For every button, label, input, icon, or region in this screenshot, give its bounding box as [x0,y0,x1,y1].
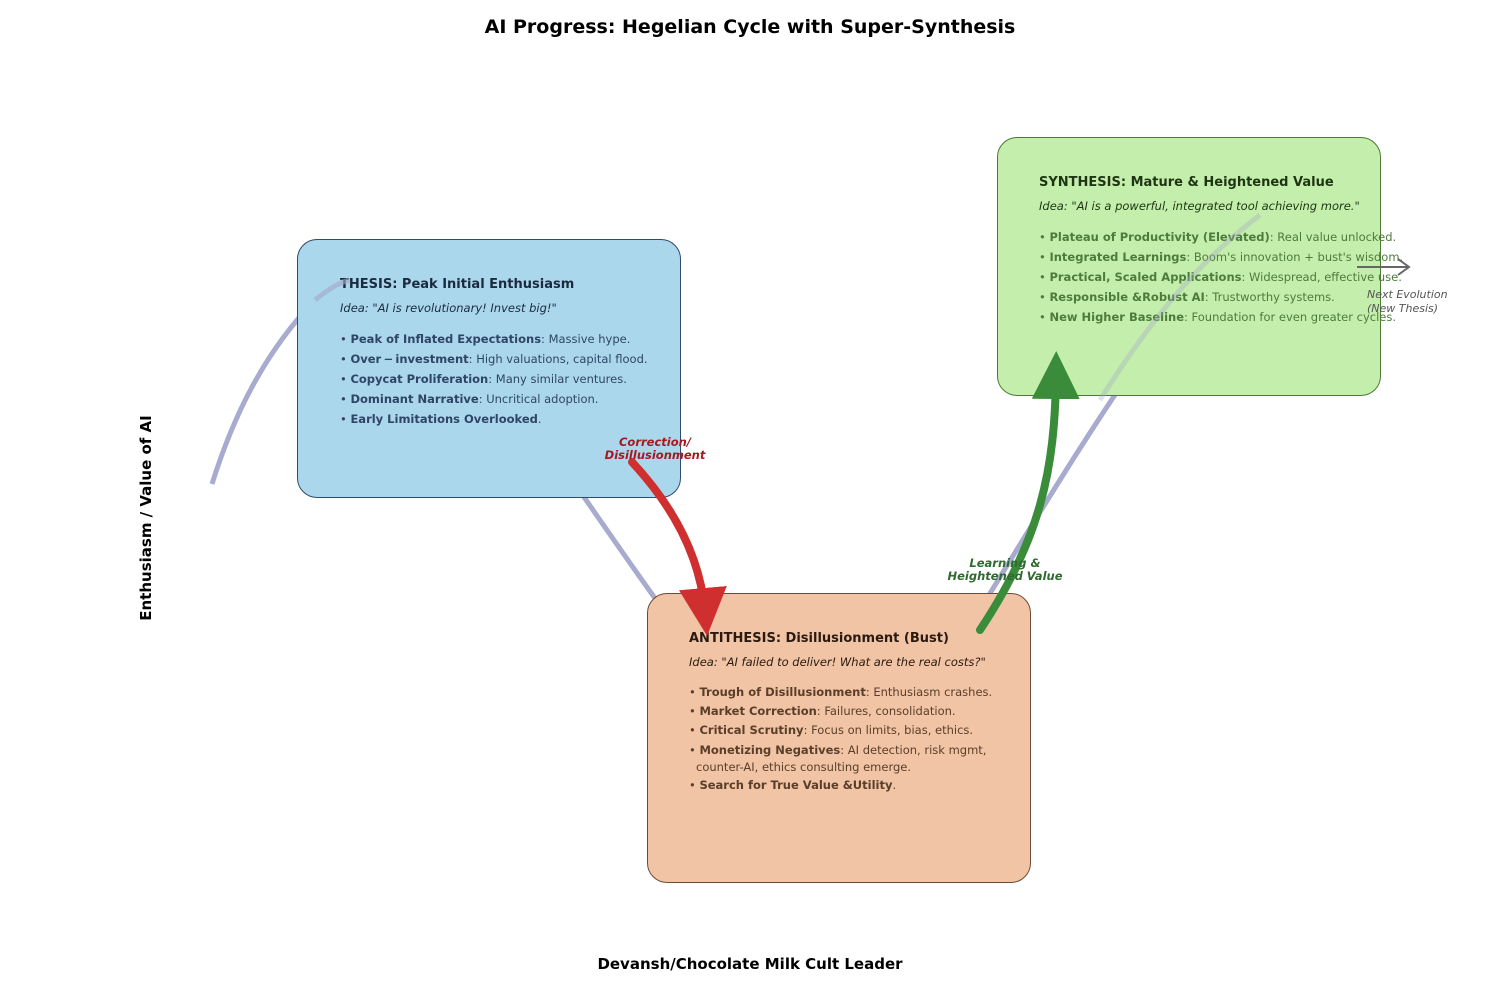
synthesis-box: SYNTHESIS: Mature & Heightened Value Ide… [997,137,1403,396]
antithesis-bullet: Trough of Disillusionment: Enthusiasm cr… [689,683,992,702]
antithesis-idea: Idea: "AI failed to deliver! What are th… [689,655,986,669]
antithesis-heading: ANTITHESIS: Disillusionment (Bust) [689,631,949,646]
learning-arrow [976,351,1080,634]
antithesis-bullets: Trough of Disillusionment: Enthusiasm cr… [689,683,992,795]
synthesis-heading: SYNTHESIS: Mature & Heightened Value [1039,175,1334,190]
thesis-bullet: Over − investment: High valuations, capi… [340,349,647,369]
cycle-curve-overlay-plateau [1097,213,1262,402]
cycle-curve-rise [209,298,317,485]
learning-label: Learning & Heightened Value [947,556,1063,583]
thesis-bullet: Copycat Proliferation: Many similar vent… [340,369,648,389]
correction-arrow [628,458,727,636]
antithesis-box: ANTITHESIS: Disillusionment (Bust) Idea:… [647,593,1031,883]
thesis-box: THESIS: Peak Initial Enthusiasm Idea: "A… [297,239,681,498]
antithesis-bullet: Search for True Value &Utility. [689,776,992,795]
thesis-idea: Idea: "AI is revolutionary! Invest big!" [340,301,557,315]
thesis-heading: THESIS: Peak Initial Enthusiasm [340,277,575,292]
cycle-curve-overlay-peak [313,277,351,302]
synthesis-bullets: Plateau of Productivity (Elevated): Real… [1039,227,1403,327]
synthesis-idea: Idea: "AI is a powerful, integrated tool… [1039,199,1360,213]
synthesis-bullet: Practical, Scaled Applications: Widespre… [1039,267,1403,287]
y-axis-label: Enthusiasm / Value of AI [137,415,155,621]
thesis-bullet: Peak of Inflated Expectations: Massive h… [340,329,648,349]
synthesis-bullet: Integrated Learnings: Boom's innovation … [1039,247,1403,267]
x-axis-label: Devansh/Chocolate Milk Cult Leader [597,955,903,973]
synthesis-bullet: Responsible &Robust AI: Trustworthy syst… [1039,287,1403,307]
next-evolution-label: Next Evolution (New Thesis) [1367,288,1448,315]
correction-label: Correction/ Disillusionment [604,435,706,462]
synthesis-bullet: New Higher Baseline: Foundation for even… [1039,307,1403,327]
diagram-title: AI Progress: Hegelian Cycle with Super-S… [484,16,1016,38]
thesis-bullet: Early Limitations Overlooked. [340,409,648,429]
next-evolution-arrow [1357,258,1411,276]
antithesis-bullet: Critical Scrutiny: Focus on limits, bias… [689,721,992,740]
thesis-bullet: Dominant Narrative: Uncritical adoption. [340,389,648,409]
antithesis-bullet: Market Correction: Failures, consolidati… [689,702,992,721]
synthesis-bullet: Plateau of Productivity (Elevated): Real… [1039,227,1403,247]
antithesis-bullet: Monetizing Negatives: AI detection, risk… [689,742,992,776]
thesis-bullets: Peak of Inflated Expectations: Massive h… [340,329,648,429]
